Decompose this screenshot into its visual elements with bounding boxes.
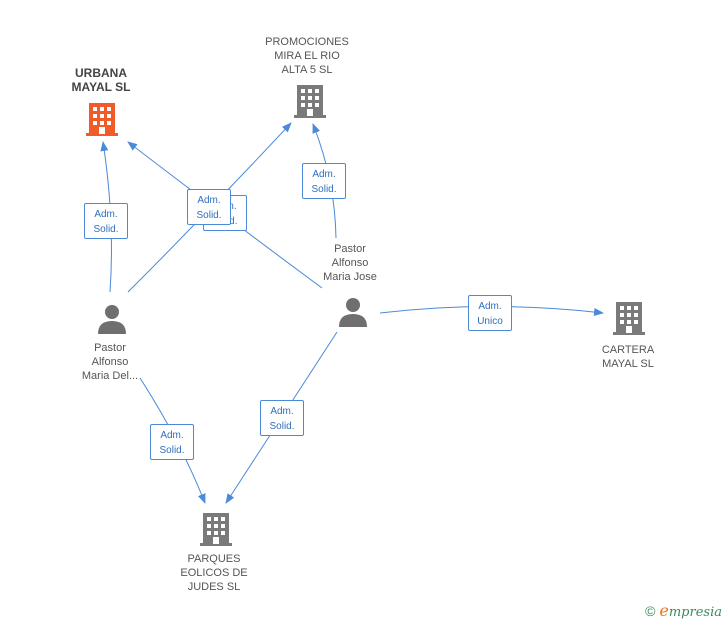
empresia-logo: empresia <box>659 601 722 620</box>
edge-label: Adm. Solid. <box>84 203 128 239</box>
company-label-cartera[interactable]: CARTERA MAYAL SL <box>601 344 655 370</box>
company-label-promociones[interactable]: PROMOCIONES MIRA EL RIO ALTA 5 SL <box>265 36 349 76</box>
edge-label: Adm. Solid. <box>150 424 194 460</box>
building-icon[interactable] <box>294 85 326 118</box>
edge-label: Adm. Solid. <box>260 400 304 436</box>
edge-label: Adm. Solid. <box>302 163 346 199</box>
person-label-pastor-del[interactable]: Pastor Alfonso Maria Del... <box>81 342 139 382</box>
company-label-urbana[interactable]: URBANA MAYAL SL <box>71 66 131 94</box>
building-icon[interactable] <box>613 302 645 335</box>
edge-label: Adm. Unico <box>468 295 512 331</box>
building-icon[interactable] <box>200 513 232 546</box>
copyright-symbol: © <box>645 603 656 619</box>
person-icon[interactable] <box>339 298 367 327</box>
company-label-parques[interactable]: PARQUES EOLICOS DE JUDES SL <box>180 553 248 593</box>
building-icon[interactable] <box>86 103 118 136</box>
person-label-pastor-jose[interactable]: Pastor Alfonso Maria Jose <box>323 243 377 283</box>
empresia-credit[interactable]: ©empresia <box>645 601 722 620</box>
edge-label: Adm. Solid. <box>187 189 231 225</box>
person-icon[interactable] <box>98 305 126 334</box>
